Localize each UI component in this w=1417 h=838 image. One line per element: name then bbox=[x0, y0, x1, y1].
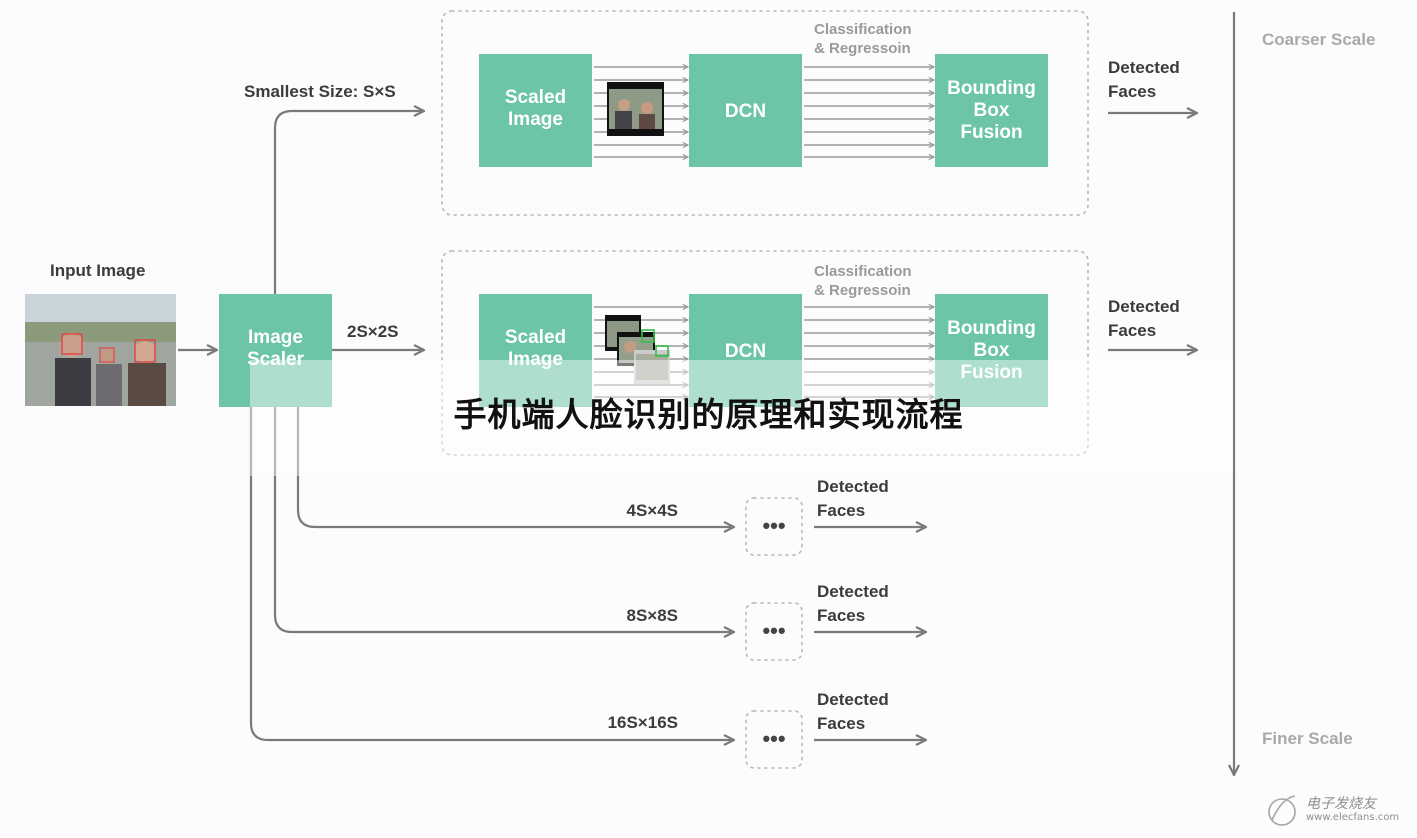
branch-4s-output-line2: Faces bbox=[817, 501, 865, 520]
pipeline-2-fusion-box bbox=[935, 294, 1048, 407]
pipeline-1-crop-thumbnail bbox=[607, 82, 664, 136]
pipeline-2-fusion-line3: Fusion bbox=[960, 362, 1022, 383]
pipeline-1-dcn-box bbox=[689, 54, 802, 167]
pipeline-1-dcn-label: DCN bbox=[725, 101, 766, 122]
branch-16s-output-line2: Faces bbox=[817, 714, 865, 733]
pipeline-2-scaled-line2: Image bbox=[508, 349, 563, 370]
branch-8s-arrow bbox=[273, 407, 734, 632]
branch-8s-size-label: 8S×8S bbox=[626, 606, 678, 625]
pipeline-1-cls-line2: & Regressoin bbox=[814, 40, 911, 57]
pipeline-2-output-line2: Faces bbox=[1108, 321, 1156, 340]
branch-8s-output-line1: Detected bbox=[817, 582, 889, 601]
pipeline-2-scaled-line1: Scaled bbox=[505, 327, 566, 348]
scaler-to-pipeline-1-arrow bbox=[273, 111, 424, 294]
pipeline-2-scaled-image-box bbox=[479, 294, 592, 407]
watermark-logo-icon bbox=[1268, 795, 1296, 826]
pipeline-1-output-line2: Faces bbox=[1108, 82, 1156, 101]
pipeline-2-output-arrows bbox=[804, 307, 934, 397]
branch-16s-size-label: 16S×16S bbox=[608, 713, 678, 732]
pipeline-1-size-label: Smallest Size: S×S bbox=[244, 82, 396, 101]
finer-scale-label: Finer Scale bbox=[1262, 729, 1353, 748]
branch-16s-output-line1: Detected bbox=[817, 690, 889, 709]
watermark-text: 电子发烧友 bbox=[1306, 796, 1376, 812]
image-scaler-line2: Scaler bbox=[247, 349, 305, 370]
pipeline-1-dotted-frame bbox=[441, 10, 1089, 216]
pipeline-2: Scaled Image DCN bbox=[441, 250, 1089, 456]
title-banner bbox=[250, 360, 1233, 476]
branch-4s-ellipsis: ••• bbox=[762, 513, 785, 538]
pipeline-1-fusion-line2: Box bbox=[974, 100, 1010, 121]
input-image-photo bbox=[25, 294, 176, 406]
branch-8s-output-line2: Faces bbox=[817, 606, 865, 625]
coarser-scale-label: Coarser Scale bbox=[1262, 30, 1375, 49]
branch-4s-size-label: 4S×4S bbox=[626, 501, 678, 520]
watermark-url: www.elecfans.com bbox=[1306, 812, 1400, 823]
pipeline-1-scaled-line2: Image bbox=[508, 109, 563, 130]
pipeline-1-output-arrows bbox=[804, 67, 934, 157]
branch-8s-ellipsis: ••• bbox=[762, 618, 785, 643]
site-watermark: 电子发烧友 www.elecfans.com bbox=[1262, 790, 1412, 830]
page-title: 手机端人脸识别的原理和实现流程 bbox=[453, 395, 964, 434]
branch-16s-dotted-box bbox=[745, 710, 803, 769]
branch-4s-output-line1: Detected bbox=[817, 477, 889, 496]
pipeline-2-dotted-frame bbox=[441, 250, 1089, 456]
branch-8s-dotted-box bbox=[745, 602, 803, 661]
pipeline-1-scaled-image-box bbox=[479, 54, 592, 167]
pipeline-2-output-line1: Detected bbox=[1108, 297, 1180, 316]
branch-16s-arrow bbox=[249, 407, 734, 740]
branch-16s-ellipsis: ••• bbox=[762, 726, 785, 751]
pipeline-2-cls-line1: Classification bbox=[814, 263, 912, 280]
branch-4s-dotted-box bbox=[745, 497, 803, 556]
pipeline-1-scaled-line1: Scaled bbox=[505, 87, 566, 108]
input-image-label: Input Image bbox=[50, 261, 145, 280]
pipeline-1-cls-line1: Classification bbox=[814, 21, 912, 38]
pipeline-1-fusion-line3: Fusion bbox=[960, 122, 1022, 143]
pipeline-1-output-line1: Detected bbox=[1108, 58, 1180, 77]
pipeline-2-crop-thumbnails bbox=[605, 315, 670, 384]
pipeline-2-dcn-box bbox=[689, 294, 802, 407]
pipeline-2-size-label: 2S×2S bbox=[347, 322, 399, 341]
pipeline-2-cls-line2: & Regressoin bbox=[814, 282, 911, 299]
image-scaler-box bbox=[219, 294, 332, 407]
pipeline-1-fusion-line1: Bounding bbox=[947, 78, 1036, 99]
pipeline-1-fusion-box bbox=[935, 54, 1048, 167]
pipeline-2-fusion-line1: Bounding bbox=[947, 318, 1036, 339]
image-scaler-line1: Image bbox=[248, 327, 303, 348]
pipeline-2-fusion-line2: Box bbox=[974, 340, 1010, 361]
branch-4s-arrow bbox=[296, 407, 734, 527]
pipeline-2-dcn-label: DCN bbox=[725, 341, 766, 362]
pipeline-1: Scaled Image DCN bbox=[441, 10, 1089, 216]
